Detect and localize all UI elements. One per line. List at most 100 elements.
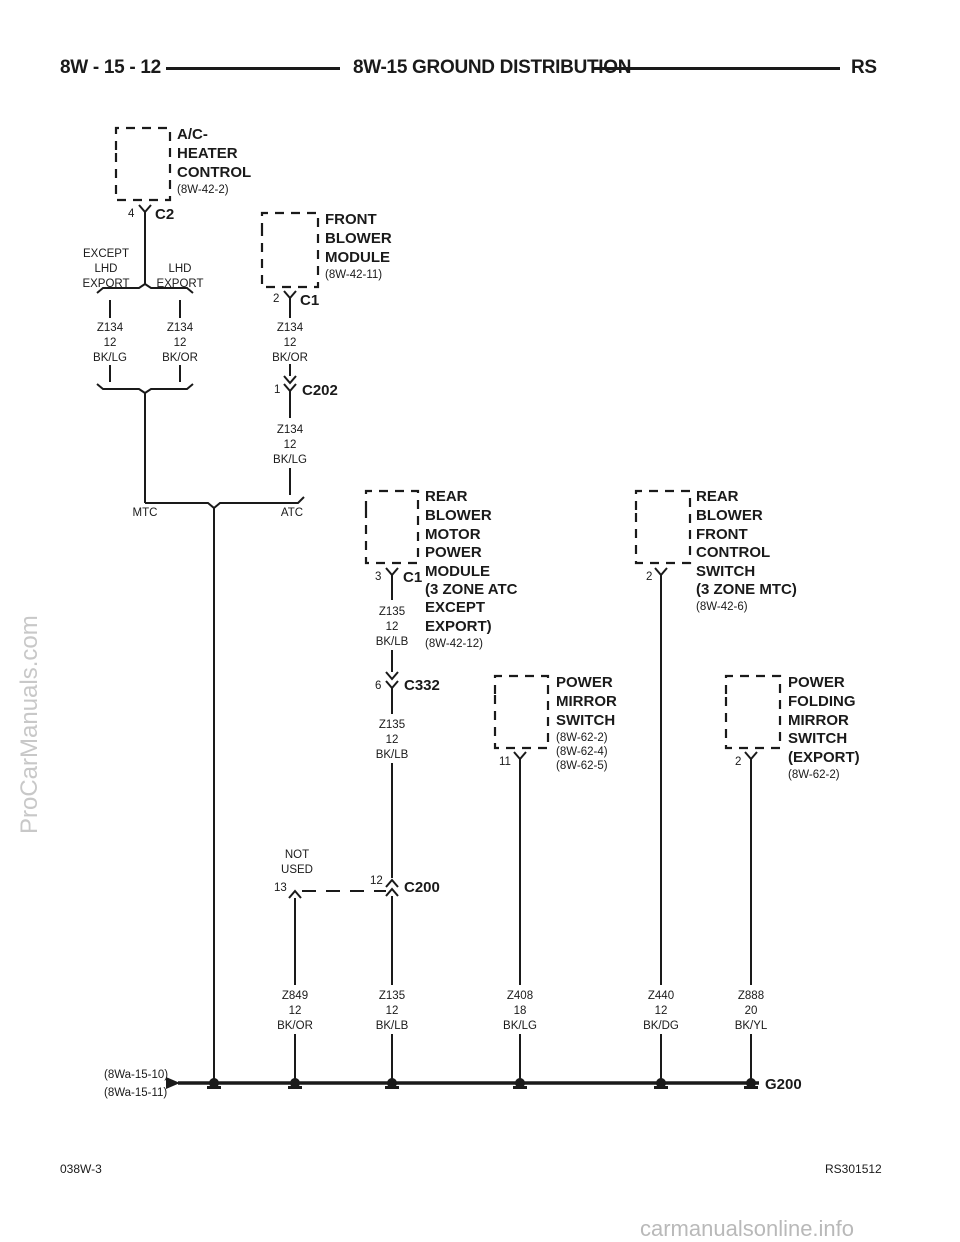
- front-blower-pin: 2: [273, 293, 279, 305]
- atc-label: ATC: [281, 507, 303, 519]
- pms-pin: 11: [499, 756, 511, 768]
- z134-fbm-code: Z134: [277, 322, 304, 334]
- not-used-2: USED: [281, 864, 313, 876]
- inline-connectors: 1 C202 6 C332 12 13 C200: [274, 382, 440, 896]
- page-number: 8W - 15 - 12: [60, 57, 161, 78]
- header-rule-left: [166, 67, 340, 70]
- ground-splices: [207, 1078, 758, 1089]
- z135-lower-color: BK/LB: [376, 1020, 409, 1032]
- rbfcs-line-1: REAR: [696, 488, 739, 505]
- rbfcs-line-2: BLOWER: [696, 507, 763, 524]
- z135-mid-gauge: 12: [386, 734, 399, 746]
- rbmpm-line-4: POWER: [425, 544, 482, 561]
- pms-line-2: MIRROR: [556, 693, 617, 710]
- pfms-ref: (8W-62-2): [788, 769, 840, 781]
- header-rule-right: [594, 67, 840, 70]
- z408-color: BK/LG: [503, 1020, 537, 1032]
- c200-symbol: [385, 878, 399, 897]
- section-title: 8W-15 GROUND DISTRIBUTION: [353, 57, 632, 78]
- except-lhd-export-3: EXPORT: [82, 278, 129, 290]
- front-blower-c1-terminal: [283, 290, 297, 300]
- except-lhd-export-1: EXCEPT: [83, 248, 129, 260]
- c200-pin-used: 12: [370, 875, 383, 887]
- power-mirror-switch-label: POWER MIRROR SWITCH (8W-62-2) (8W-62-4) …: [499, 674, 617, 772]
- lhd-export-2: EXPORT: [156, 278, 203, 290]
- rbfcs-line-3: FRONT: [696, 526, 748, 543]
- z440-gauge: 12: [655, 1005, 668, 1017]
- c200-name: C200: [404, 879, 440, 896]
- ac-heater-ref: (8W-42-2): [177, 184, 229, 196]
- ground-name: G200: [765, 1076, 802, 1093]
- pfms-line-4: SWITCH: [788, 730, 847, 747]
- rbmpm-line-8: EXPORT): [425, 618, 492, 635]
- front-blower-ref: (8W-42-11): [325, 269, 382, 281]
- ac-heater-line-2: HEATER: [177, 145, 238, 162]
- pfms-line-3: MIRROR: [788, 712, 849, 729]
- power-folding-mirror-switch-label: POWER FOLDING MIRROR SWITCH (EXPORT) (8W…: [735, 674, 860, 781]
- ac-heater-connector: C2: [155, 206, 174, 223]
- z440-code: Z440: [648, 990, 674, 1002]
- rear-blower-front-control-switch-box: [634, 489, 692, 565]
- z408-gauge: 18: [514, 1005, 527, 1017]
- ac-heater-line-3: CONTROL: [177, 164, 251, 181]
- z888-gauge: 20: [745, 1005, 758, 1017]
- rear-blower-switch-terminal: [654, 567, 668, 577]
- pfms-line-2: FOLDING: [788, 693, 856, 710]
- c202-symbol: [283, 375, 297, 393]
- c332-name: C332: [404, 677, 440, 694]
- rbfcs-ref: (8W-42-6): [696, 601, 748, 613]
- rear-blower-motor-power-module-label: REAR BLOWER MOTOR POWER MODULE (3 ZONE A…: [375, 488, 518, 650]
- z135-mid-color: BK/LB: [376, 749, 409, 761]
- c200-pin13-terminal: [288, 889, 302, 899]
- front-blower-line-1: FRONT: [325, 211, 377, 228]
- z134-fbm-color: BK/OR: [272, 352, 308, 364]
- front-blower-line-3: MODULE: [325, 249, 390, 266]
- pms-line-3: SWITCH: [556, 712, 615, 729]
- rbfcs-line-5: SWITCH: [696, 563, 755, 580]
- front-blower-line-2: BLOWER: [325, 230, 392, 247]
- rear-blower-front-control-switch-label: REAR BLOWER FRONT CONTROL SWITCH (3 ZONE…: [646, 488, 797, 613]
- z134-lhd-color: BK/OR: [162, 352, 198, 364]
- model-code: RS: [851, 57, 877, 78]
- z135-upper-color: BK/LB: [376, 636, 409, 648]
- ac-heater-line-1: A/C-: [177, 126, 208, 143]
- z134-c202-color: BK/LG: [273, 454, 307, 466]
- lhd-export-1: LHD: [168, 263, 191, 275]
- pfms-line-5: (EXPORT): [788, 749, 860, 766]
- c332-pin: 6: [375, 680, 381, 692]
- z135-lower-gauge: 12: [386, 1005, 399, 1017]
- power-folding-mirror-switch-box: [724, 674, 782, 750]
- z135-lower-code: Z135: [379, 990, 405, 1002]
- z888-color: BK/YL: [735, 1020, 768, 1032]
- z134-except-code: Z134: [97, 322, 124, 334]
- c202-name: C202: [302, 382, 338, 399]
- ac-heater-control-box: [114, 126, 172, 202]
- power-mirror-switch-terminal: [513, 751, 527, 761]
- z849-code: Z849: [282, 990, 308, 1002]
- ground-bus-arrow: [166, 1077, 180, 1089]
- z408-code: Z408: [507, 990, 533, 1002]
- rbmpm-line-3: MOTOR: [425, 526, 481, 543]
- ground-ref-2: (8Wa-15-11): [104, 1087, 167, 1099]
- ground-labels: (8Wa-15-10) (8Wa-15-11) G200: [104, 1069, 802, 1099]
- rbmpm-line-2: BLOWER: [425, 507, 492, 524]
- ac-heater-c2-terminal: [138, 204, 152, 214]
- rbmpm-pin: 3: [375, 571, 381, 583]
- front-blower-connector: C1: [300, 292, 319, 309]
- rear-blower-motor-power-module-box: [364, 489, 420, 565]
- z134-c202-gauge: 12: [284, 439, 297, 451]
- branch-labels: EXCEPT LHD EXPORT LHD EXPORT MTC ATC NOT…: [82, 248, 313, 876]
- z135-mid-code: Z135: [379, 719, 405, 731]
- pms-ref-3: (8W-62-5): [556, 760, 608, 772]
- rbmpm-ref: (8W-42-12): [425, 638, 483, 650]
- rbfcs-pin: 2: [646, 571, 652, 583]
- mtc-atc-merge: [145, 496, 305, 510]
- rbfcs-line-4: CONTROL: [696, 544, 770, 561]
- mtc-label: MTC: [133, 507, 158, 519]
- z134-lhd-gauge: 12: [174, 337, 187, 349]
- z134-fbm-gauge: 12: [284, 337, 297, 349]
- rbmpm-line-1: REAR: [425, 488, 468, 505]
- splice-lower: [96, 383, 194, 395]
- pms-ref-2: (8W-62-4): [556, 746, 608, 758]
- wire-labels: Z134 12 BK/LG Z134 12 BK/OR Z134 12 BK/O…: [93, 322, 768, 1032]
